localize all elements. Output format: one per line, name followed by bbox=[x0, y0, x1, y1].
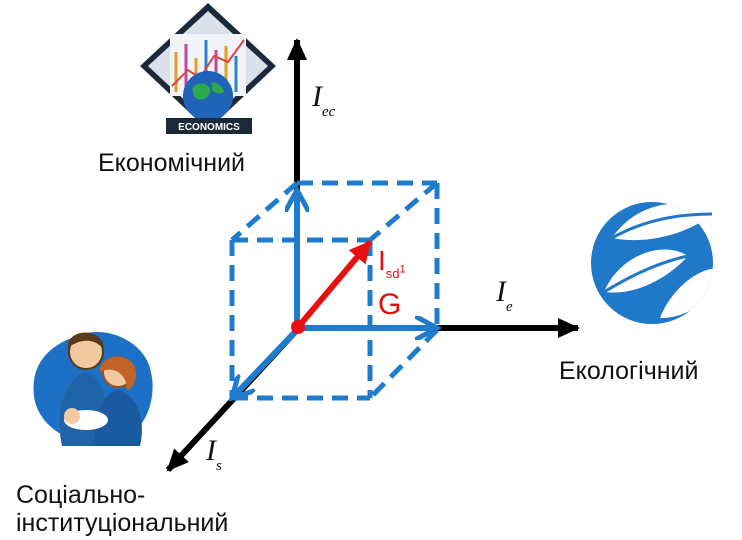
economic-label: Економічний bbox=[98, 149, 246, 177]
economics-globe-icon: ECONOMICS bbox=[140, 3, 276, 134]
point-g-label: G bbox=[378, 288, 402, 321]
family-icon bbox=[33, 331, 153, 446]
axis-e-label: Ie bbox=[496, 275, 513, 315]
component-s-vector bbox=[232, 327, 300, 398]
axis-s-label: Is bbox=[206, 434, 222, 474]
leaves-icon bbox=[591, 202, 713, 324]
ecological-label: Екологічний bbox=[559, 357, 699, 385]
axis-ec-label: Iec bbox=[312, 80, 336, 120]
vector-label: Isd1 bbox=[378, 245, 406, 281]
social-label-line2: інституціональний bbox=[16, 509, 229, 537]
social-label-line1: Соціально- bbox=[16, 481, 146, 509]
economics-badge-text: ECONOMICS bbox=[178, 122, 240, 133]
resultant-vector bbox=[296, 240, 373, 328]
origin-point bbox=[291, 320, 305, 334]
